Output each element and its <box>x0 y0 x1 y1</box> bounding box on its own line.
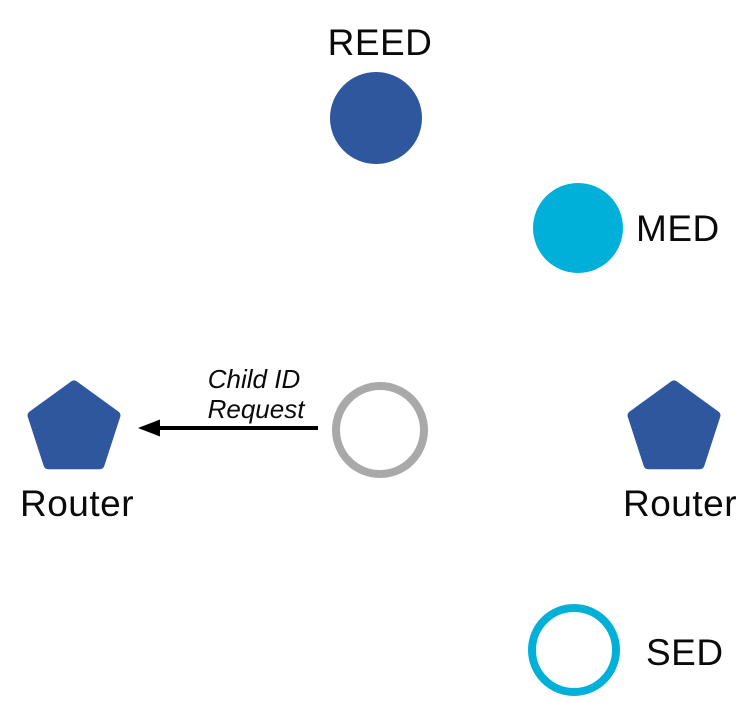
router-left-pentagon <box>27 380 121 470</box>
sed-node-circle <box>528 604 620 696</box>
sed-label: SED <box>646 632 724 673</box>
router-right-label: Router <box>623 483 737 524</box>
med-node-circle <box>533 183 623 273</box>
child-id-request-label-line1: Child ID <box>208 364 300 394</box>
child-id-request-arrowhead <box>138 419 160 437</box>
router-left-label: Router <box>20 483 134 524</box>
child-id-request-label-line2: Request <box>208 394 307 424</box>
reed-label: REED <box>328 22 433 63</box>
med-label: MED <box>636 208 720 249</box>
joining-node-circle <box>332 382 428 478</box>
router-right-pentagon <box>627 380 721 470</box>
reed-node-circle <box>330 72 422 164</box>
